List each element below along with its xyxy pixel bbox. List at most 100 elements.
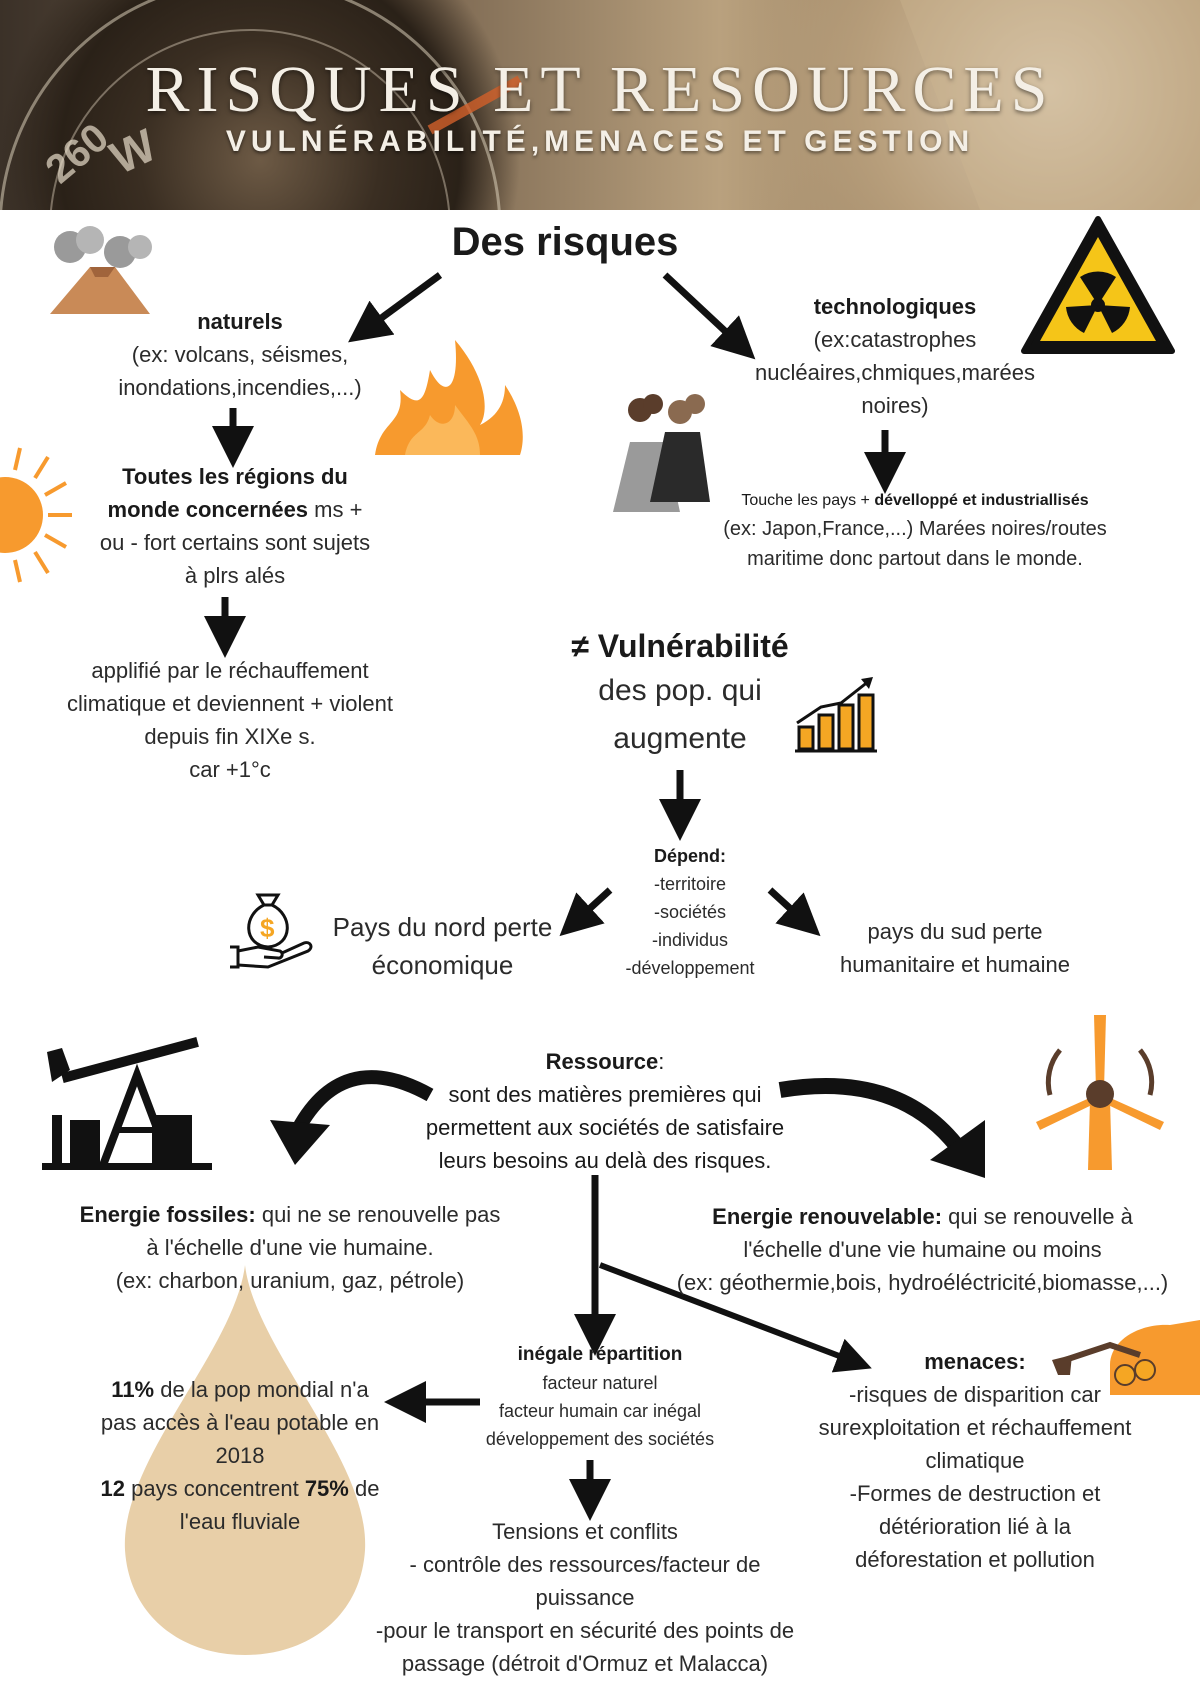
renewable-energy-block: Energie renouvelable: qui se renouvelle …: [650, 1200, 1195, 1299]
water-line-5: l'eau fluviale: [179, 1509, 301, 1534]
water-pct-2: 75%: [304, 1476, 349, 1501]
resource-colon: :: [658, 1049, 665, 1074]
wind-turbine-icon: [1036, 1015, 1164, 1170]
page-title: RISQUES ET RESOURCES: [145, 53, 1055, 126]
threats-block: menaces: -risques de disparition car sur…: [790, 1345, 1160, 1576]
water-line-3: 2018: [215, 1443, 265, 1468]
resource-block: Ressource: sont des matières premières q…: [385, 1045, 825, 1177]
threats-line-1: -risques de disparition car: [849, 1382, 1101, 1407]
tech-title: technologiques: [813, 294, 977, 319]
water-line-4-mid: pays concentrent: [125, 1476, 305, 1501]
regions-line-1: Toutes les régions du: [122, 464, 348, 489]
depends-factor: -développement: [625, 958, 755, 978]
threats-title: menaces:: [924, 1349, 1026, 1374]
resource-line-1: sont des matières premières qui: [448, 1082, 762, 1107]
fossil-energy-block: Energie fossiles: qui ne se renouvelle p…: [40, 1198, 540, 1297]
tensions-line-2: - contrôle des ressources/facteur de: [409, 1552, 761, 1577]
distribution-block: inégale répartition facteur naturel fact…: [455, 1340, 745, 1453]
regions-line-4: à plrs alés: [184, 563, 286, 588]
tech-touch-2: (ex: Japon,France,...) Marées noires/rou…: [723, 518, 1107, 540]
factory-icon: [613, 394, 710, 512]
threats-line-6: déforestation et pollution: [855, 1547, 1095, 1572]
threats-line-4: -Formes de destruction et: [849, 1481, 1101, 1506]
tech-touch-3: maritime donc partout dans le monde.: [747, 548, 1083, 570]
renewable-text-2: l'échelle d'une vie humaine ou moins: [743, 1237, 1102, 1262]
natural-examples-1: (ex: volcans, séismes,: [131, 342, 349, 367]
svg-text:$: $: [260, 913, 275, 943]
depends-factor: -territoire: [653, 874, 726, 894]
distribution-line-3: développement des sociétés: [485, 1429, 715, 1449]
amplified-line-1: applifié par le réchauffement: [91, 658, 369, 683]
depends-factor: -individus: [651, 930, 729, 950]
threats-line-5: détérioration lié à la: [878, 1514, 1071, 1539]
water-line-2: pas accès à l'eau potable en: [100, 1410, 380, 1435]
tech-risks-block: technologiques (ex:catastrophes nucléair…: [725, 290, 1065, 422]
water-drop-icon: [124, 1265, 366, 1655]
growth-chart-icon: [795, 677, 877, 753]
radiation-icon: [1021, 216, 1175, 354]
tech-touch-prefix: Touche les pays +: [741, 492, 875, 509]
fire-icon: [375, 340, 523, 455]
vulnerability-line-2: des pop. qui: [598, 674, 762, 707]
amplified-line-4: car +1°c: [189, 757, 271, 782]
regions-line-2-rest: ms +: [308, 497, 363, 522]
water-count: 12: [100, 1476, 126, 1501]
volcano-icon: [50, 226, 152, 314]
south-line-2: humanitaire et humaine: [840, 952, 1070, 977]
renewable-text-1: qui se renouvelle à: [942, 1204, 1133, 1229]
water-line-1: de la pop mondial n'a: [154, 1377, 369, 1402]
depends-factor: -sociétés: [653, 902, 727, 922]
renewable-text-3: (ex: géothermie,bois, hydroéléctricité,b…: [676, 1270, 1169, 1295]
distribution-title: inégale répartition: [517, 1344, 683, 1365]
depends-block: Dépend: -territoire -sociétés -individus…: [600, 842, 780, 982]
page-subtitle: VULNÉRABILITÉ,MENACES ET GESTION: [225, 125, 975, 158]
risks-heading: Des risques: [451, 220, 679, 264]
resource-title: Ressource: [545, 1049, 659, 1074]
water-line-4-end: de: [348, 1476, 380, 1501]
tech-examples-1: (ex:catastrophes: [813, 327, 977, 352]
water-pct: 11%: [111, 1377, 155, 1402]
north-line-2: économique: [371, 950, 514, 980]
water-facts-block: 11% de la pop mondial n'a pas accès à l'…: [80, 1373, 400, 1538]
natural-examples-2: inondations,incendies,...): [118, 375, 362, 400]
compass-background: 260 W: [0, 0, 1200, 210]
tensions-block: Tensions et conflits - contrôle des ress…: [340, 1515, 830, 1680]
tech-touch-block: Touche les pays + dévelloppé et industri…: [680, 488, 1150, 574]
regions-block: Toutes les régions du monde concernées m…: [70, 460, 400, 592]
oil-pump-icon: [42, 1037, 212, 1170]
distribution-line-2: facteur humain car inégal: [498, 1401, 702, 1421]
tensions-line-4: -pour le transport en sécurité des point…: [375, 1618, 795, 1643]
sun-icon: [0, 447, 72, 583]
tech-examples-3: noires): [861, 393, 929, 418]
south-line-1: pays du sud perte: [867, 919, 1043, 944]
tensions-line-3: puissance: [535, 1585, 635, 1610]
money-hand-icon: $: [230, 893, 313, 969]
fossil-text-1: qui ne se renouvelle pas: [255, 1202, 501, 1227]
natural-title: naturels: [197, 309, 283, 334]
tensions-line-1: Tensions et conflits: [492, 1519, 678, 1544]
natural-risks-block: naturels (ex: volcans, séismes, inondati…: [80, 305, 400, 404]
regions-line-2-bold: monde concernées: [107, 497, 309, 522]
amplified-line-2: climatique et deviennent + violent: [67, 691, 393, 716]
vulnerability-line-3: augmente: [613, 722, 747, 755]
excavator-icon: [1052, 1320, 1200, 1395]
north-block: Pays du nord perte économique: [315, 908, 570, 984]
header-banner: 260 W RISQUES ET RESOURCES VULNÉRABILITÉ…: [0, 0, 1200, 210]
regions-line-3: ou - fort certains sont sujets: [99, 530, 371, 555]
resource-line-3: leurs besoins au delà des risques.: [438, 1148, 772, 1173]
north-line-1: Pays du nord perte: [332, 912, 553, 942]
tech-touch-bold: dévelloppé et industriallisés: [874, 492, 1089, 509]
fossil-title: Energie fossiles:: [79, 1202, 256, 1227]
south-block: pays du sud perte humanitaire et humaine: [815, 915, 1095, 981]
threats-line-2: surexploitation et réchauffement: [818, 1415, 1132, 1440]
renewable-title: Energie renouvelable:: [712, 1204, 943, 1229]
tech-examples-2: nucléaires,chmiques,marées: [754, 360, 1036, 385]
resource-line-2: permettent aux sociétés de satisfaire: [425, 1115, 785, 1140]
vulnerability-heading: ≠ Vulnérabilité: [571, 628, 789, 664]
depends-title: Dépend:: [654, 846, 726, 866]
threats-line-3: climatique: [925, 1448, 1025, 1473]
tensions-line-5: passage (détroit d'Ormuz et Malacca): [401, 1651, 769, 1676]
fossil-text-3: (ex: charbon, uranium, gaz, pétrole): [115, 1268, 465, 1293]
distribution-line-1: facteur naturel: [542, 1373, 658, 1393]
amplified-line-3: depuis fin XIXe s.: [144, 724, 316, 749]
